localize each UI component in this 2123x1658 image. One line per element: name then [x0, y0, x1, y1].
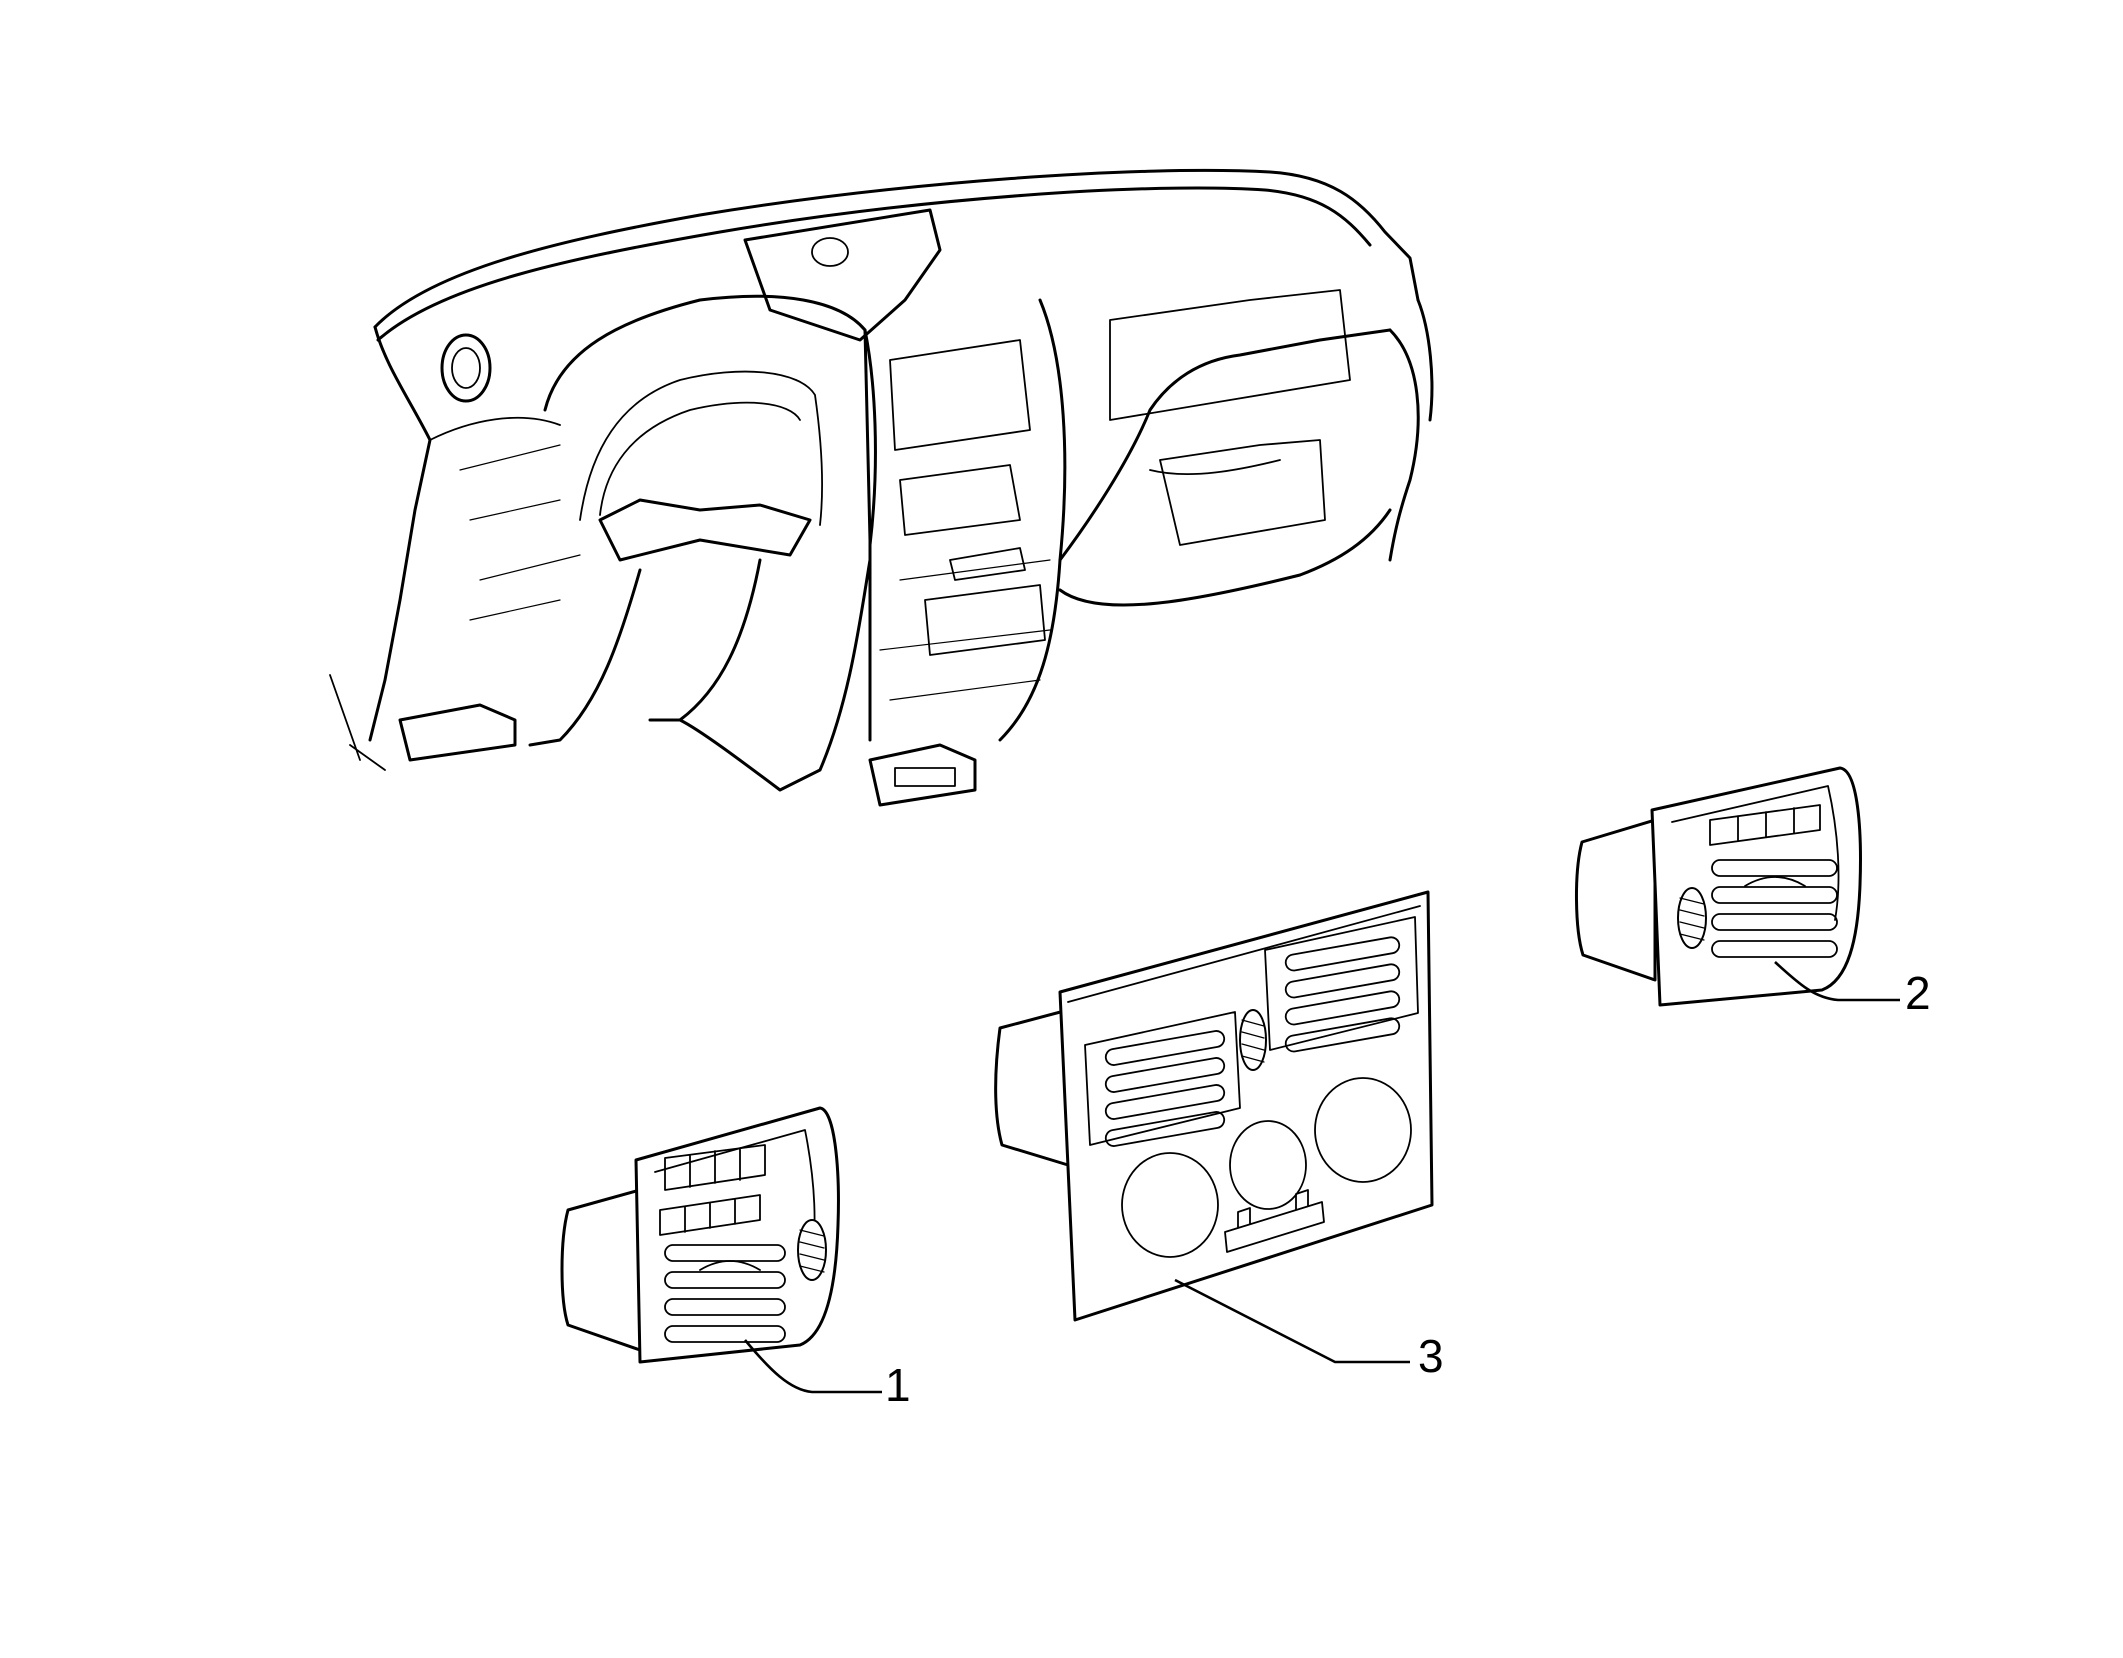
- leader-lines: [744, 961, 1900, 1394]
- part-2-right-air-vent: [1574, 766, 1862, 1007]
- callout-label-2: 2: [1905, 967, 1931, 1019]
- callout-label-1: 1: [885, 1359, 911, 1411]
- leader-line-1: [744, 1339, 882, 1394]
- leader-line-3: [1174, 1278, 1410, 1364]
- vent-3-left-louvers: [1084, 1011, 1241, 1147]
- part-1-left-air-vent: [560, 1106, 840, 1364]
- vent-2-louvers: [1711, 859, 1838, 958]
- dashboard-assembly: [329, 168, 1434, 807]
- callout-label-3: 3: [1418, 1330, 1444, 1382]
- vent-2-small-buttons: [1709, 804, 1821, 846]
- part-3-center-vent-panel: [994, 890, 1434, 1322]
- vent-1-small-buttons: [659, 1144, 766, 1236]
- vent-3-right-louvers: [1264, 916, 1419, 1053]
- vent-1-louvers: [664, 1244, 786, 1343]
- vent-3-bottom-slot: [1224, 1189, 1325, 1253]
- leader-line-2: [1774, 961, 1900, 1002]
- vent-3-control-knob-openings: [1121, 1077, 1412, 1258]
